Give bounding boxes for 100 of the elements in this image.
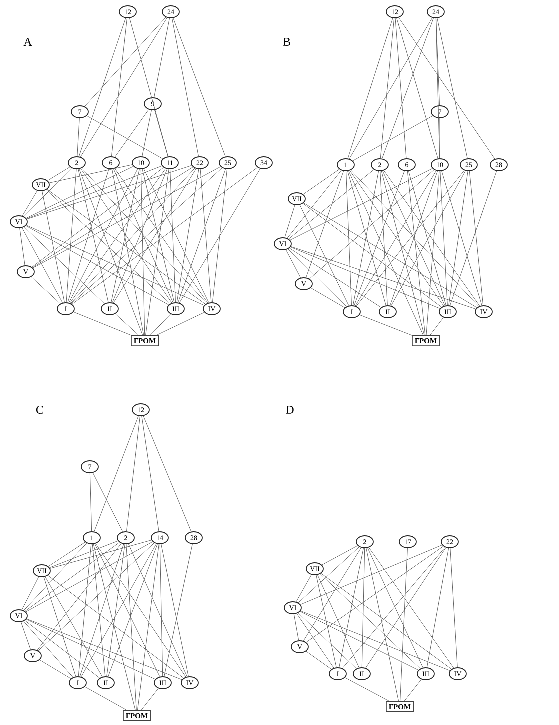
edge-line	[348, 18, 394, 159]
edge-line	[294, 614, 300, 641]
edge-line	[348, 170, 424, 336]
edge-line	[115, 314, 140, 336]
edge-line	[90, 473, 92, 532]
edge-line	[143, 416, 192, 532]
edge-line	[348, 171, 386, 306]
edge-line	[352, 171, 380, 306]
edge-line	[303, 169, 340, 195]
edge-line	[49, 164, 133, 184]
edge-line	[111, 169, 140, 303]
edge-line	[26, 225, 205, 306]
edge-line	[74, 312, 132, 336]
edge-line	[24, 168, 72, 217]
edge-line	[437, 18, 468, 159]
edge-line	[288, 170, 374, 240]
edge-line	[50, 540, 118, 568]
edge-line	[42, 191, 65, 303]
edge-line	[22, 190, 38, 216]
edge-line	[92, 472, 124, 532]
edge-line	[47, 189, 206, 305]
edge-line	[350, 170, 480, 307]
edge-line	[22, 576, 40, 610]
edge-line	[160, 544, 164, 677]
edge-line	[22, 228, 63, 304]
edge-line	[290, 246, 476, 310]
edge-line	[356, 170, 465, 307]
edge-line	[68, 169, 110, 303]
edge-line	[172, 18, 200, 157]
edge-line	[71, 168, 223, 304]
edge-line	[368, 548, 424, 668]
edge-line	[442, 171, 482, 306]
edge-line	[290, 168, 433, 241]
panel-letter: C	[36, 406, 44, 414]
edge-line	[48, 575, 184, 679]
edge-line	[289, 248, 382, 308]
edge-line	[44, 577, 76, 677]
edge-line	[382, 18, 434, 159]
edge-line	[408, 171, 446, 306]
edge-line	[362, 548, 366, 668]
edge-line	[380, 18, 395, 159]
edge-line	[300, 611, 419, 671]
edge-line	[92, 544, 106, 677]
edge-line	[126, 544, 137, 711]
edge-line	[469, 171, 484, 306]
edge-line	[396, 18, 438, 159]
edge-line	[80, 168, 172, 304]
edge-line	[395, 18, 407, 159]
edge-line	[300, 610, 450, 672]
edge-line	[72, 167, 258, 305]
edge-line	[24, 620, 100, 679]
edge-line	[141, 688, 159, 711]
edge-line	[349, 18, 433, 160]
edge-line	[24, 621, 74, 678]
edge-line	[68, 168, 138, 304]
edge-line	[66, 169, 77, 303]
edge-line	[304, 202, 478, 308]
edge-line	[310, 288, 346, 308]
edge-line	[32, 167, 164, 268]
edge-line	[142, 169, 175, 303]
edge-line	[137, 544, 160, 711]
edge-line	[130, 18, 168, 157]
edge-line	[86, 116, 164, 160]
edge-line	[78, 169, 109, 303]
edge-line	[296, 574, 312, 602]
edge-line	[178, 169, 226, 303]
edge-line	[40, 660, 72, 680]
edge-line	[450, 548, 458, 668]
edge-line	[450, 171, 498, 306]
edge-line	[128, 544, 188, 678]
edge-line	[296, 614, 334, 668]
edge-line	[426, 171, 440, 336]
edge-line	[346, 171, 352, 306]
edge-line	[31, 276, 61, 304]
edge-line	[440, 171, 448, 306]
edge-line	[316, 575, 337, 668]
edge-line	[302, 203, 442, 308]
edge-line	[108, 544, 158, 677]
edge-line	[200, 169, 212, 303]
edge-line	[79, 168, 144, 336]
edge-line	[306, 171, 344, 278]
edge-line	[360, 314, 412, 336]
edge-line	[164, 544, 193, 677]
edge-line	[321, 573, 452, 670]
edge-line	[70, 168, 166, 304]
edge-line	[26, 226, 170, 306]
edge-line	[288, 248, 347, 308]
edge-line	[339, 548, 364, 668]
edge-line	[404, 679, 422, 702]
edge-line	[380, 171, 388, 306]
edge-line	[430, 317, 444, 336]
edge-line	[212, 169, 228, 303]
edge-line	[318, 574, 360, 668]
edge-line	[342, 547, 446, 669]
edge-line	[290, 246, 440, 310]
edge-line	[284, 205, 296, 238]
edge-line	[37, 543, 122, 651]
edge-line	[45, 576, 103, 678]
edge-line	[154, 110, 168, 157]
edge-line	[398, 18, 496, 160]
